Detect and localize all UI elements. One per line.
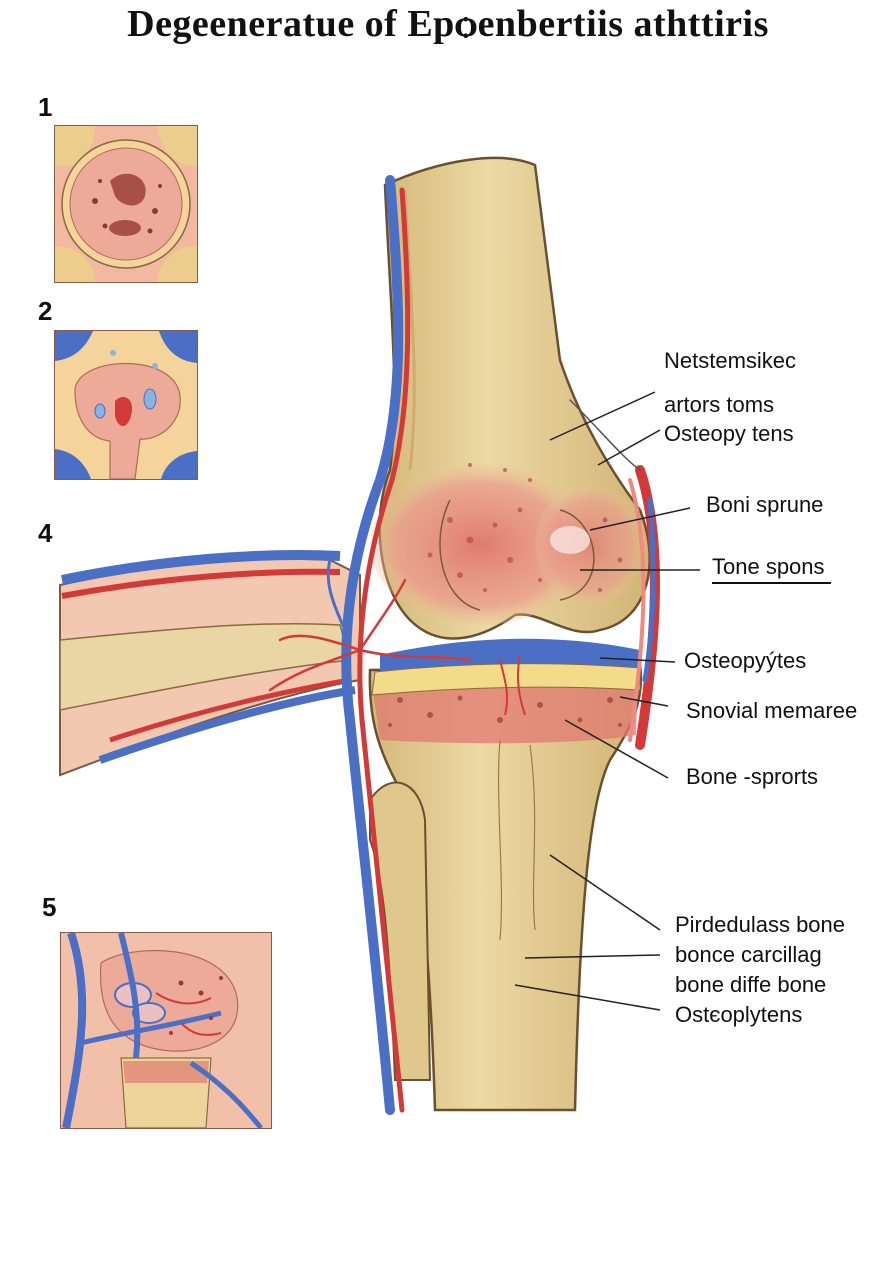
panel-5-number: 5	[42, 892, 57, 922]
panel-2-graphic	[55, 331, 197, 479]
label-tone-spons: Tone spons	[712, 554, 831, 584]
left-limb	[59, 550, 361, 777]
tibia	[368, 663, 643, 1112]
joint-cartilage	[371, 638, 641, 716]
panel-2-number: 2	[38, 296, 53, 326]
label-bone-diffe-bone: bone diffe bone	[675, 972, 827, 997]
label-snovial-memaree: Snovial memaree	[686, 698, 858, 723]
label-artors-toms: artors toms	[664, 392, 775, 417]
panel-2-inset	[54, 330, 198, 480]
label-boni-sprune: Boni sprune	[706, 492, 824, 517]
page-title: Degeeneratue of Epѻenbertiis athttiris	[127, 3, 769, 45]
label-bonce-carcillag: bonce carcillag	[675, 942, 822, 967]
panel-1-graphic	[55, 126, 197, 282]
label-leader-lines	[514, 391, 700, 1011]
panel-4-number: 4	[38, 518, 53, 548]
label-pirdedulass-bone: Pirdedulass bone	[675, 912, 846, 937]
label-bone-sprorts: Bone -sprorts	[686, 764, 819, 789]
panel-5-graphic	[62, 933, 263, 1128]
label-osteopyytes: Osteopyýtes	[684, 648, 807, 673]
label-osteopy-tens: Osteopy tens	[664, 421, 794, 446]
panel-1-inset	[54, 125, 198, 283]
blood-vessels	[268, 175, 660, 1115]
label-netstemsikec: Netstemsikec	[664, 348, 797, 373]
panel-5-inset	[60, 932, 272, 1129]
label-ostєoplytens: Ostєoplytens	[675, 1002, 803, 1027]
femur	[370, 156, 651, 640]
panel-1-number: 1	[38, 92, 53, 122]
